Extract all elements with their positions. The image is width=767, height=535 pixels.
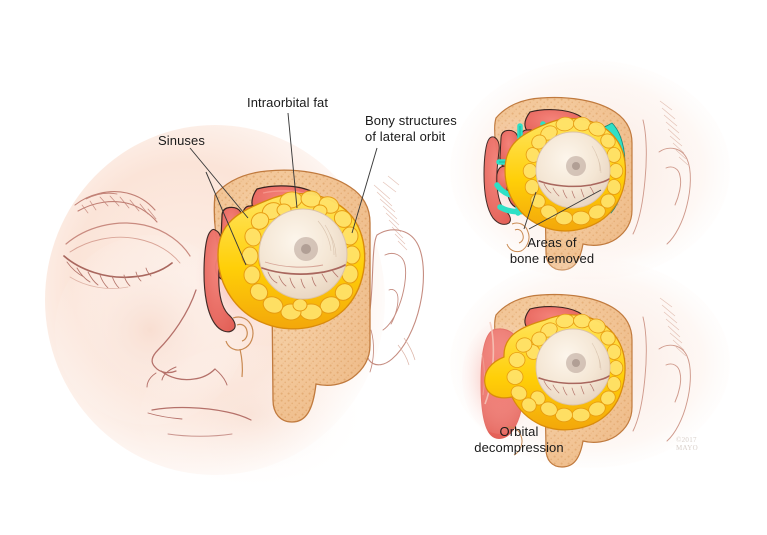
label-leader-lines bbox=[189, 112, 378, 266]
label-areas-of-bone-removed-line2: bone removed bbox=[509, 250, 595, 266]
panel3-eyeball bbox=[535, 328, 611, 406]
panel2-turbinate bbox=[506, 222, 530, 253]
decompression-panel bbox=[450, 258, 730, 468]
panel2-temple-hair bbox=[659, 100, 689, 166]
panel3-ear bbox=[632, 316, 691, 442]
copyright-year: ©2017 bbox=[676, 436, 697, 444]
bony-structures-leader bbox=[351, 147, 378, 234]
label-areas-of-bone-removed-line1: Areas of bbox=[527, 235, 577, 250]
areas-of-bone-removed-leader bbox=[523, 189, 602, 230]
lips bbox=[147, 406, 252, 437]
intraorbital-fat-leader bbox=[287, 112, 298, 209]
label-orbital-decompression: Orbital decompression bbox=[466, 424, 572, 455]
ear-shading bbox=[397, 337, 416, 366]
nose bbox=[146, 289, 228, 388]
eyebrow bbox=[74, 191, 158, 223]
bone-removed-panel bbox=[450, 60, 730, 280]
label-orbital-decompression-line2: decompression bbox=[474, 439, 564, 455]
panel2-eyeball bbox=[535, 131, 611, 209]
label-bony-structures-line2: of lateral orbit bbox=[365, 128, 446, 144]
sinuses-leader-b bbox=[205, 171, 247, 266]
label-intraorbital-fat-text: Intraorbital fat bbox=[247, 95, 329, 110]
label-orbital-decompression-line1: Orbital bbox=[499, 424, 539, 439]
main-face-panel bbox=[45, 125, 424, 485]
sinuses-leader-a bbox=[189, 147, 249, 219]
label-sinuses-text: Sinuses bbox=[158, 133, 205, 148]
label-sinuses: Sinuses bbox=[158, 133, 205, 149]
turbinate bbox=[225, 316, 254, 378]
closed-eye bbox=[63, 222, 191, 289]
panel2-ear bbox=[632, 119, 691, 245]
orbit-cross-section-main bbox=[196, 169, 371, 423]
label-bony-structures: Bony structures of lateral orbit bbox=[365, 113, 457, 144]
copyright-notice: ©2017 MAYO bbox=[676, 436, 698, 452]
panel3-septum-line bbox=[484, 321, 495, 405]
label-bony-structures-line1: Bony structures bbox=[365, 113, 457, 128]
temple-hair bbox=[373, 175, 408, 251]
panel3-temple-hair bbox=[659, 297, 687, 357]
eyeball-main bbox=[258, 208, 348, 300]
label-areas-of-bone-removed: Areas of bone removed bbox=[502, 235, 602, 266]
panel3-turbinate bbox=[504, 426, 523, 456]
copyright-owner: MAYO bbox=[676, 443, 698, 452]
label-intraorbital-fat: Intraorbital fat bbox=[247, 95, 328, 111]
